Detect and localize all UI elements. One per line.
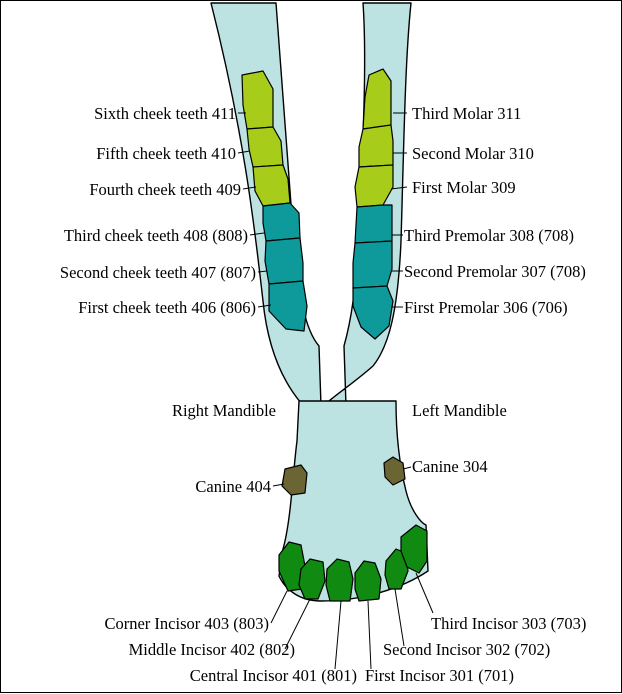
tooth-408 <box>263 203 300 241</box>
label-408: Third cheek teeth 408 (808) <box>64 226 248 245</box>
tooth-308 <box>355 205 392 243</box>
tooth-411 <box>242 71 273 129</box>
left-mandible-label: Left Mandible <box>412 401 507 420</box>
label-302: Second Incisor 302 (702) <box>383 640 550 659</box>
label-402: Middle Incisor 402 (802) <box>129 640 295 659</box>
incisor-401 <box>326 559 353 601</box>
label-309: First Molar 309 <box>412 178 516 197</box>
leader-301 <box>368 601 371 669</box>
leader-303 <box>416 573 433 613</box>
label-410: Fifth cheek teeth 410 <box>96 144 236 163</box>
label-301: First Incisor 301 (701) <box>365 666 514 685</box>
label-307: Second Premolar 307 (708) <box>404 262 586 281</box>
label-310: Second Molar 310 <box>412 144 534 163</box>
label-406: First cheek teeth 406 (806) <box>78 298 256 317</box>
label-canine-404: Canine 404 <box>195 477 271 496</box>
tooth-407 <box>265 238 303 284</box>
label-403: Corner Incisor 403 (803) <box>104 614 269 633</box>
label-311: Third Molar 311 <box>412 104 521 123</box>
tooth-310 <box>359 125 393 167</box>
tooth-307 <box>353 241 392 288</box>
leader-403 <box>271 591 287 623</box>
label-401: Central Incisor 401 (801) <box>190 666 357 685</box>
label-407: Second cheek teeth 407 (807) <box>60 263 256 282</box>
label-306: First Premolar 306 (706) <box>404 298 568 317</box>
leader-302 <box>395 589 404 646</box>
label-308: Third Premolar 308 (708) <box>404 226 574 245</box>
canine-404 <box>282 465 307 495</box>
leader-401 <box>335 601 341 669</box>
label-409: Fourth cheek teeth 409 <box>89 180 241 199</box>
right-mandible-label: Right Mandible <box>172 401 276 420</box>
label-canine-304: Canine 304 <box>412 457 488 476</box>
incisor-301 <box>355 561 381 601</box>
label-411: Sixth cheek teeth 411 <box>94 104 236 123</box>
label-303: Third Incisor 303 (703) <box>431 614 586 633</box>
